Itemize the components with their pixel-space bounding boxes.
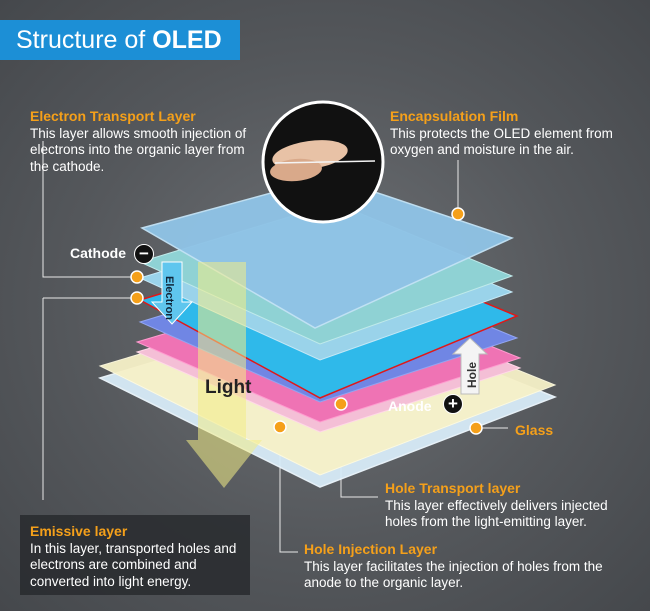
encapsulation-heading: Encapsulation Film bbox=[390, 108, 519, 124]
hole-arrow-shape bbox=[451, 337, 489, 395]
dot-hole-injection bbox=[273, 420, 287, 434]
hole-transport-text: This layer effectively delivers injected… bbox=[385, 497, 608, 530]
electron-transport-text: This layer allows smooth injection of el… bbox=[30, 125, 247, 174]
light-label: Light bbox=[205, 377, 252, 398]
hole-injection-text: This layer facilitates the injection of … bbox=[304, 558, 603, 591]
hole-transport-heading: Hole Transport layer bbox=[385, 480, 521, 496]
anode-label: Anode bbox=[388, 398, 432, 414]
layers bbox=[97, 176, 558, 488]
dot-encapsulation bbox=[451, 207, 465, 221]
dot-emissive bbox=[130, 291, 144, 305]
callout-hole-injection: Hole Injection Layer This layer facilita… bbox=[304, 541, 604, 592]
leader-hole-injection bbox=[279, 427, 298, 553]
glass-label: Glass bbox=[515, 422, 554, 438]
emissive-text: In this layer, transported holes and ele… bbox=[30, 540, 237, 589]
electron-label: Electron bbox=[163, 276, 175, 320]
hole-injection-heading: Hole Injection Layer bbox=[304, 541, 438, 557]
title-bold: OLED bbox=[152, 26, 222, 54]
title-prefix: Structure of bbox=[16, 26, 146, 54]
hole-label: Hole bbox=[465, 362, 479, 388]
film-photo-inset bbox=[261, 100, 385, 224]
thumb-shape bbox=[270, 158, 322, 182]
hole-arrow bbox=[451, 337, 489, 395]
callout-hole-transport: Hole Transport layer This layer effectiv… bbox=[385, 480, 635, 531]
marker-dots bbox=[130, 207, 483, 435]
callout-emissive: Emissive layer In this layer, transporte… bbox=[20, 515, 250, 595]
plus-icon: + bbox=[443, 394, 463, 414]
cathode-label: Cathode bbox=[70, 245, 126, 261]
dot-glass bbox=[469, 421, 483, 435]
minus-icon: − bbox=[134, 244, 154, 264]
light-arrow bbox=[186, 262, 262, 488]
callout-electron-transport: Electron Transport Layer This layer allo… bbox=[30, 108, 260, 175]
light-beam bbox=[186, 262, 262, 488]
emissive-heading: Emissive layer bbox=[30, 523, 128, 539]
leader-electron-transport bbox=[42, 141, 137, 278]
electron-arrow-shape bbox=[150, 261, 194, 325]
dot-hole-transport bbox=[334, 397, 348, 411]
film-strip bbox=[274, 160, 376, 164]
encapsulation-layer bbox=[140, 176, 515, 329]
callout-encapsulation: Encapsulation Film This protects the OLE… bbox=[390, 108, 650, 159]
encapsulation-text: This protects the OLED element from oxyg… bbox=[390, 125, 613, 158]
page-title: Structure of OLED bbox=[0, 20, 240, 60]
electron-arrow bbox=[150, 261, 194, 325]
dot-electron-transport bbox=[130, 270, 144, 284]
electron-transport-heading: Electron Transport Layer bbox=[30, 108, 196, 124]
